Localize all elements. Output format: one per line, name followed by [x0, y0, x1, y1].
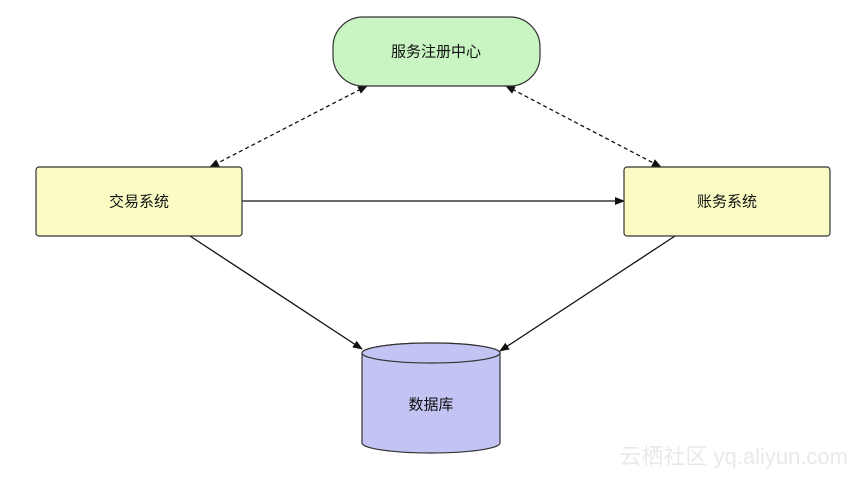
edge-registry-accounting — [505, 85, 662, 168]
watermark-text: 云栖社区 yq.aliyun.com — [619, 444, 848, 469]
node-database: 数据库 — [361, 342, 501, 454]
node-registry: 服务注册中心 — [332, 16, 541, 87]
node-trading-label: 交易系统 — [109, 193, 169, 211]
database-cylinder-top — [361, 342, 501, 364]
node-trading-shape — [35, 166, 243, 237]
edge-registry-trading — [209, 85, 368, 168]
node-trading: 交易系统 — [35, 166, 243, 237]
node-registry-shape — [332, 16, 541, 87]
node-accounting: 账务系统 — [623, 166, 831, 237]
node-registry-label: 服务注册中心 — [391, 43, 481, 61]
node-accounting-label: 账务系统 — [697, 193, 757, 211]
edge-trading-database — [189, 235, 363, 350]
edge-accounting-database — [499, 235, 676, 352]
node-database-label: 数据库 — [408, 396, 453, 414]
node-accounting-shape — [623, 166, 831, 237]
